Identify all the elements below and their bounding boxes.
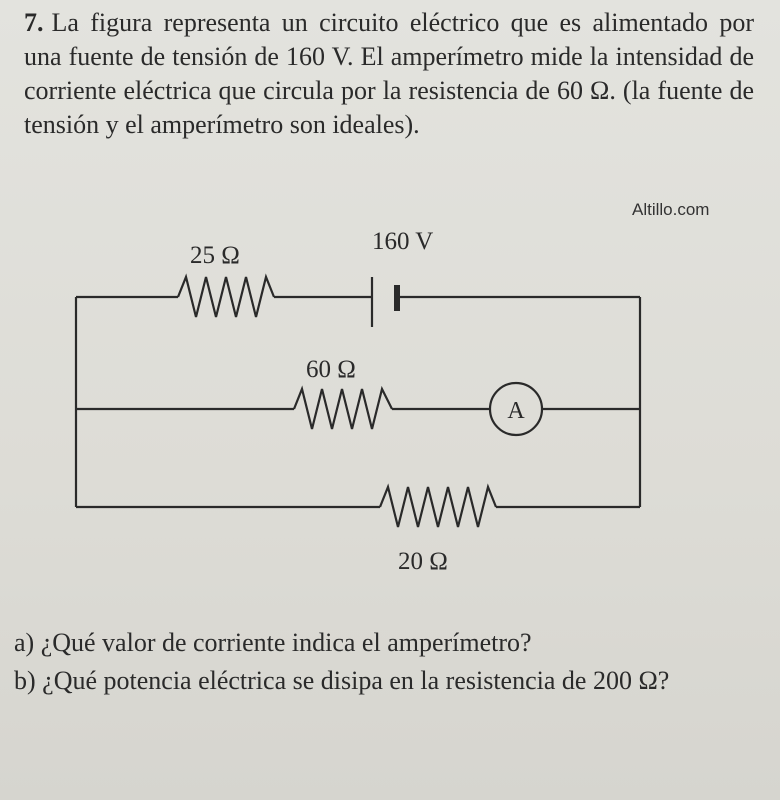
resistor-60-symbol (292, 385, 393, 430)
ammeter-label: A (507, 398, 525, 424)
problem-text: La figura representa un circuito eléctri… (24, 8, 754, 139)
resistor-60-label: 60 Ω (306, 356, 356, 383)
circuit-diagram: 25 Ω 160 V 60 Ω A 20 Ω (74, 228, 642, 575)
resistor-20-label: 20 Ω (398, 548, 448, 575)
resistor-25-label: 25 Ω (190, 242, 240, 269)
problem-number: 7. (24, 8, 44, 37)
resistor-20-symbol (378, 483, 498, 528)
question-b: b) ¿Qué potencia eléctrica se disipa en … (14, 666, 670, 695)
resistor-25-symbol (176, 273, 276, 318)
question-a: a) ¿Qué valor de corriente indica el amp… (14, 628, 532, 657)
source-label: 160 V (372, 228, 433, 255)
watermark: Altillo.com (632, 200, 710, 219)
problem-statement: 7.La figura representa un circuito eléct… (24, 6, 754, 142)
